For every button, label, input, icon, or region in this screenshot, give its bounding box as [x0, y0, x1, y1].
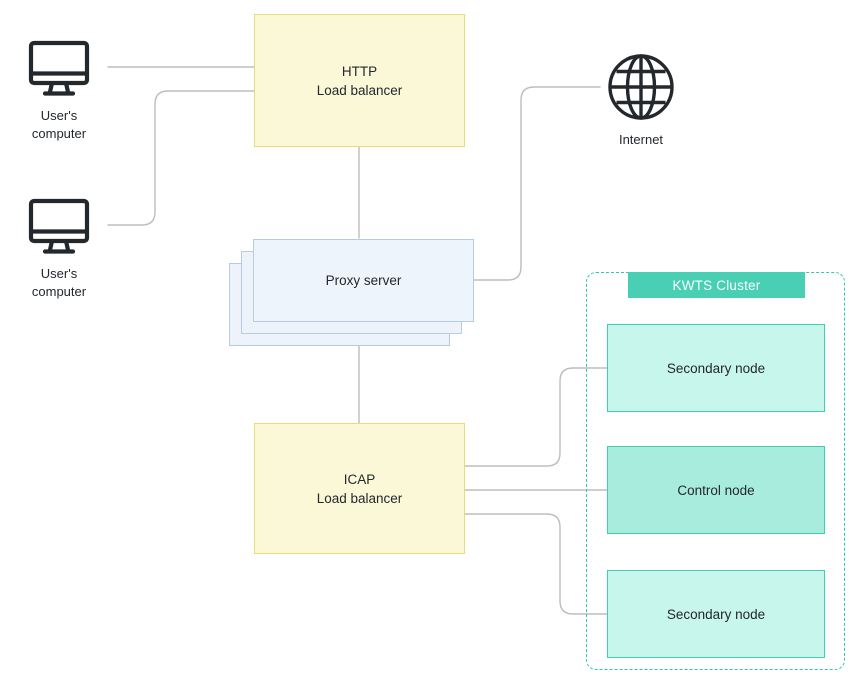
endpoint-user-computer-top: User's computer: [14, 40, 104, 143]
node-http-load-balancer[interactable]: HTTP Load balancer: [254, 14, 465, 147]
node-label: Proxy server: [325, 273, 402, 288]
proxy-stack-front[interactable]: Proxy server: [253, 239, 474, 322]
node-label: Secondary node: [666, 360, 766, 376]
monitor-icon: [28, 198, 90, 256]
node-secondary-node-bottom[interactable]: Secondary node: [607, 570, 825, 658]
endpoint-label: User's computer: [31, 108, 87, 141]
monitor-icon: [28, 40, 90, 98]
node-control-node[interactable]: Control node: [607, 446, 825, 534]
kwts-cluster-badge-label: KWTS Cluster: [672, 277, 761, 293]
node-icap-load-balancer[interactable]: ICAP Load balancer: [254, 423, 465, 554]
wire-proxy-to-internet: [472, 86, 601, 281]
endpoint-user-computer-bottom: User's computer: [14, 198, 104, 301]
endpoint-label: User's computer: [31, 266, 87, 299]
kwts-cluster-badge: KWTS Cluster: [628, 272, 805, 298]
node-secondary-node-top[interactable]: Secondary node: [607, 324, 825, 412]
globe-icon: [606, 52, 676, 122]
endpoint-label: Internet: [618, 132, 664, 147]
wire-user-bottom-to-http-lb: [107, 90, 255, 226]
node-label: Control node: [677, 482, 755, 498]
node-label: Secondary node: [666, 606, 766, 622]
endpoint-internet: Internet: [597, 52, 685, 149]
